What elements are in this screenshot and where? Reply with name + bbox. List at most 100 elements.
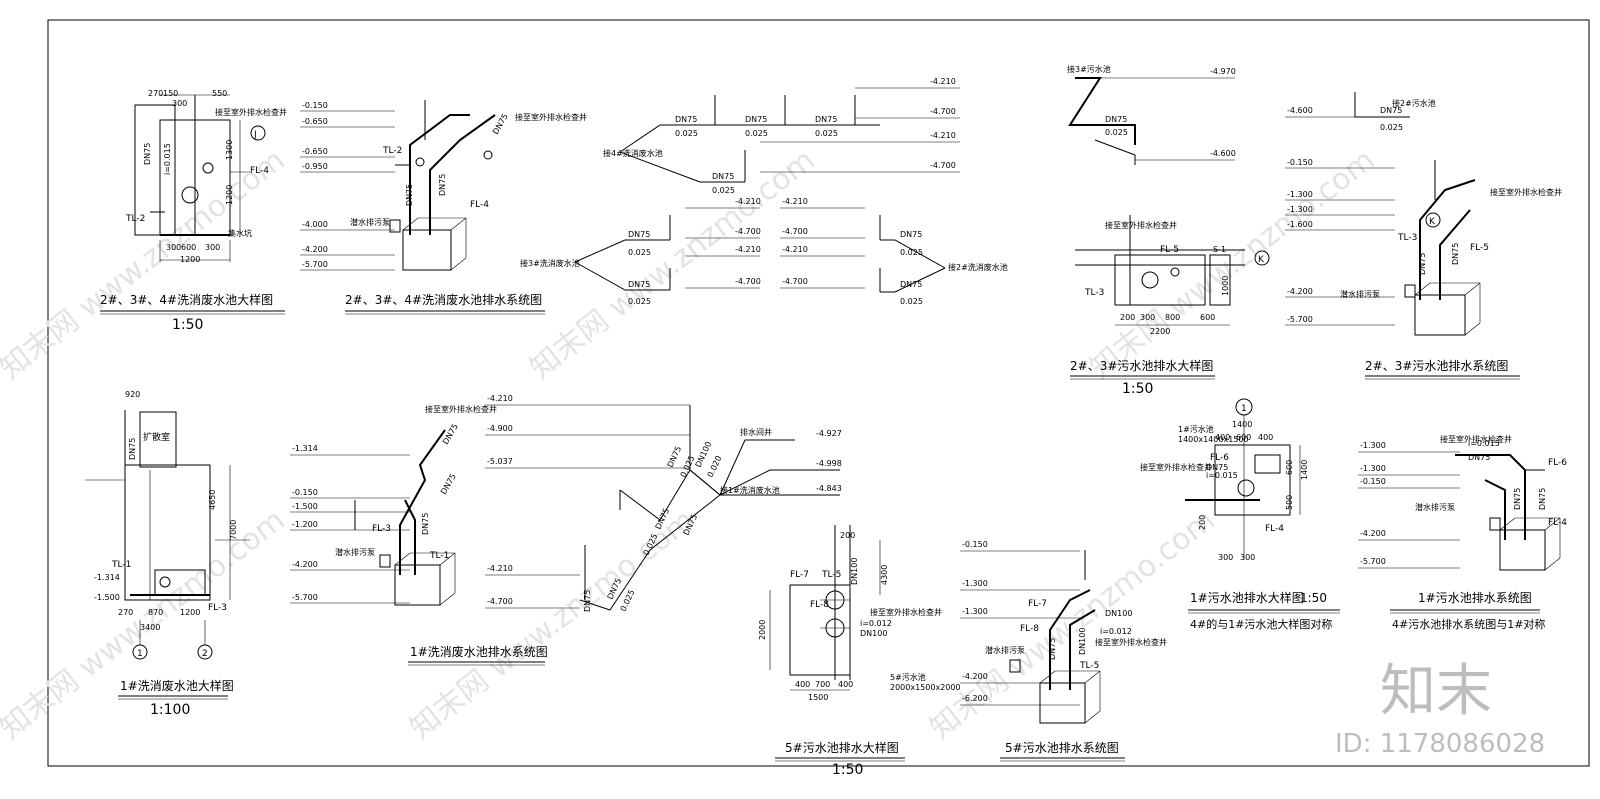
- v8-label: 接1#洗消废水池: [720, 485, 780, 495]
- v2-elev-0: -0.150: [302, 101, 328, 110]
- v12-note-pump: 潜水排污泵: [1415, 502, 1455, 512]
- v9-dim-e: 700: [815, 680, 830, 689]
- v6-dim-b: 4650: [208, 490, 217, 510]
- v3-mid-2: -4.210: [735, 245, 761, 254]
- v6-dn75: DN75: [128, 438, 137, 460]
- v5-dn75-b: DN75: [1418, 253, 1427, 275]
- axis-bubble-1: [132, 644, 148, 660]
- v10-elev-0: -0.150: [962, 540, 988, 549]
- view-11-detail: 1 1400 400 600 400 1400 600 500 300 300 …: [1140, 398, 1340, 631]
- v8-dn75-a: DN75: [666, 445, 684, 469]
- v9-title: 5#污水池排水大样图: [785, 740, 899, 755]
- axis-label-k1: K: [1258, 255, 1265, 265]
- v10-note-pump: 潜水排污泵: [985, 645, 1025, 655]
- v1-tl2: TL-2: [125, 214, 145, 224]
- v6-dim-f: 870: [148, 608, 163, 617]
- v10-title: 5#污水池排水系统图: [1005, 741, 1119, 755]
- v8-elev-3: -4.927: [816, 429, 842, 438]
- v3-dn75-f: DN75: [628, 280, 650, 289]
- v3-label-3: 接3#洗消废水池: [520, 258, 580, 268]
- v3-dn75-b: DN75: [745, 115, 767, 124]
- v4-title: 2#、3#污水池排水大样图: [1070, 358, 1213, 373]
- v5-fl5: FL-5: [1470, 243, 1489, 253]
- v11-dim-c: 600: [1236, 433, 1251, 442]
- v11-tank: 1#污水池: [1178, 424, 1214, 434]
- v4-dim-b: 300: [1140, 313, 1155, 322]
- v9-fl7: FL-7: [790, 570, 809, 580]
- v2-title: 2#、3#、4#洗消废水池排水系统图: [345, 292, 542, 307]
- view-8-branch: -4.210 -4.900 -5.037 -4.210 -4.700 -4.92…: [485, 394, 842, 613]
- v6-room: 扩散室: [143, 431, 170, 443]
- v11-dim-g: 500: [1285, 495, 1294, 510]
- v8-elev-2: -5.037: [487, 457, 513, 466]
- v1-dim-j: 1200: [225, 185, 234, 205]
- v6-elev-b: -1.500: [94, 593, 120, 602]
- v5-elev-1: -0.150: [1287, 158, 1313, 167]
- v10-fl8: FL-8: [1020, 624, 1039, 634]
- v7-dn75-b: DN75: [439, 472, 458, 496]
- v8-slope-a: 0.025: [679, 454, 697, 479]
- v10-fl7: FL-7: [1028, 599, 1047, 609]
- v3-elev-0: -4.210: [930, 77, 956, 86]
- v3-elev-1: -4.700: [930, 107, 956, 116]
- v11-title: 1#污水池排水大样图: [1190, 590, 1304, 605]
- v6-fl3: FL-3: [208, 603, 227, 613]
- v3-mid-0: -4.210: [735, 197, 761, 206]
- v3-dn75-d: DN75: [712, 172, 734, 181]
- v11-dim-b: 400: [1215, 433, 1230, 442]
- v2-elev-5: -4.200: [302, 245, 328, 254]
- v6-dim-e: 270: [118, 608, 133, 617]
- v12-elev-2: -0.150: [1360, 477, 1386, 486]
- v2-elev-6: -5.700: [302, 260, 328, 269]
- v8-elev-0: -4.210: [487, 394, 513, 403]
- v1-dim-d: 300: [172, 99, 187, 108]
- v6-dim-d: 3400: [140, 623, 160, 632]
- v11-note-pipe: 接至室外排水检查井: [1140, 462, 1212, 472]
- v1-scale: 1:50: [172, 317, 203, 333]
- v1-dim-c: 550: [212, 89, 227, 98]
- axis-bubble-2: [197, 644, 213, 660]
- v1-slope: i=0.015: [163, 143, 172, 175]
- v6-elev-a: -1.314: [94, 573, 120, 582]
- v4-note-pipe: 接至室外排水检查井: [1105, 220, 1177, 230]
- v4-slope: 0.025: [1105, 128, 1128, 137]
- v1-title: 2#、3#、4#洗消废水池大样图: [100, 292, 273, 307]
- v3-slope-g: 0.025: [900, 248, 923, 257]
- v2-elev-2: -0.650: [302, 147, 328, 156]
- v3-right-1: -4.700: [782, 227, 808, 236]
- v3-right-0: -4.210: [782, 197, 808, 206]
- axis-label-j: J: [253, 130, 257, 140]
- v3-slope-e: 0.025: [628, 248, 651, 257]
- v11-dim-i: 300: [1240, 553, 1255, 562]
- v1-dn75: DN75: [143, 143, 152, 165]
- v6-tl1: TL-1: [111, 560, 131, 570]
- v3-dn75-a: DN75: [675, 115, 697, 124]
- view-2-system: -0.150 -0.650 -0.650 -0.950 -4.000 -4.20…: [300, 100, 587, 315]
- v4-dim-c: 800: [1165, 313, 1180, 322]
- v9-dim-f: 400: [838, 680, 853, 689]
- v3-dn75-c: DN75: [815, 115, 837, 124]
- v10-i012: i=0.012: [1100, 627, 1132, 636]
- view-6-detail: 扩散室 7000 4650 920 3400 270 870 1200 -1.3…: [85, 390, 250, 718]
- v9-dn100-a: DN100: [860, 629, 887, 638]
- v11-fl6: FL-6: [1210, 453, 1229, 463]
- v8-elev-4: -4.998: [816, 459, 842, 468]
- axis-label-2: 2: [202, 649, 208, 659]
- v10-dn100-a: DN100: [1105, 609, 1132, 618]
- v9-tank-size: 2000x1500x2000: [890, 683, 961, 692]
- v5-elev-5: -4.200: [1287, 287, 1313, 296]
- v11-subtitle: 4#的与1#污水池大样图对称: [1190, 617, 1332, 631]
- v9-dim-a: 4300: [880, 565, 889, 585]
- v3-slope-b: 0.025: [745, 129, 768, 138]
- v9-note-pipe: 接至室外排水检查井: [870, 607, 942, 617]
- v12-title: 1#污水池排水系统图: [1418, 591, 1532, 605]
- v3-slope-c: 0.025: [815, 129, 838, 138]
- v11-i015: i=0.015: [1206, 471, 1238, 480]
- v3-dn75-h: DN75: [900, 280, 922, 289]
- v9-dim-d: 400: [795, 680, 810, 689]
- v11-dim-j: 200: [1198, 515, 1207, 530]
- v9-dim-g: 1500: [808, 693, 828, 702]
- v9-dn100-b: DN100: [850, 558, 859, 585]
- v12-dn75-b: DN75: [1513, 488, 1522, 510]
- v10-note-pipe: 接至室外排水检查井: [1095, 637, 1167, 647]
